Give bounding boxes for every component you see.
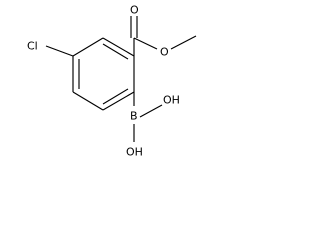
bond-c3-c3-inner: [102, 43, 129, 60]
atom-label-hydroxyl-upper: OH: [163, 94, 180, 107]
atom-label-chlorine: Cl: [27, 40, 38, 53]
bond-c-o-ester: [133, 37, 158, 50]
atom-label-ester-oxygen: O: [160, 46, 169, 59]
substituent-bonds: [45, 16, 197, 142]
atom-label-carbonyl-oxygen: O: [130, 4, 139, 17]
bond-c5-c6: [72, 91, 104, 111]
bond-c1-c2: [72, 37, 104, 57]
bond-o-methyl: [170, 35, 197, 50]
bond-c2-c3: [102, 37, 135, 57]
chemical-structure: Cl O O B OH OH: [27, 4, 197, 159]
bond-c4-c5-inner: [102, 88, 129, 105]
atom-labels: Cl O O B OH OH: [27, 4, 180, 159]
ring-bonds: [72, 37, 135, 111]
bond-c-cl: [45, 45, 74, 57]
bond-b-oh-upper: [139, 104, 163, 118]
atom-label-hydroxyl-lower: OH: [126, 146, 143, 159]
atom-label-boron: B: [130, 110, 138, 123]
bond-c4-c5: [102, 91, 135, 111]
